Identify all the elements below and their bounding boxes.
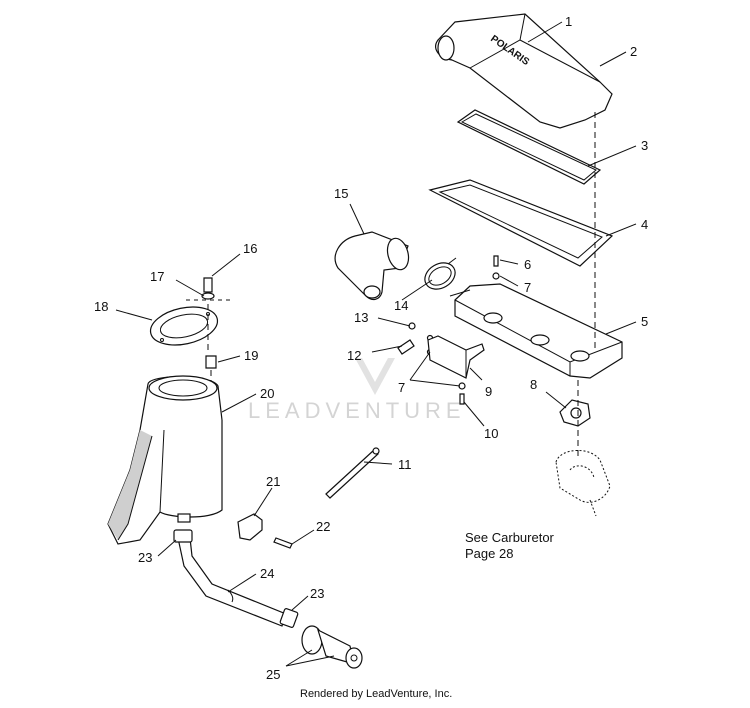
label-2: 2 [630, 44, 637, 59]
watermark-text: LEADVENTURE [248, 398, 466, 423]
label-16: 16 [243, 241, 257, 256]
part-14-clamp [424, 257, 457, 290]
label-8: 8 [530, 377, 537, 392]
label-12: 12 [347, 348, 361, 363]
leader-lines [115, 21, 637, 667]
label-23-left: 23 [138, 550, 152, 565]
label-19: 19 [244, 348, 258, 363]
part-4-gasket [428, 179, 614, 267]
part-20-silencer-box [107, 375, 223, 545]
label-4: 4 [641, 217, 648, 232]
part-1-silencer-cover: POLARIS [435, 13, 613, 129]
part-22-screw [273, 537, 293, 549]
label-9: 9 [485, 384, 492, 399]
label-18: 18 [94, 299, 108, 314]
watermark: LEADVENTURE [248, 358, 466, 423]
part-9-bracket [427, 335, 485, 379]
label-10: 10 [484, 426, 498, 441]
label-3: 3 [641, 138, 648, 153]
label-11: 11 [398, 457, 412, 472]
label-24: 24 [260, 566, 274, 581]
label-1: 1 [565, 14, 572, 29]
label-14: 14 [394, 298, 408, 313]
note-line-2: Page 28 [465, 546, 513, 561]
part-3-filter [456, 109, 602, 185]
carburetor-ghost [555, 450, 611, 517]
part-5-base-plate [449, 283, 623, 379]
part-16-bolt [186, 277, 232, 352]
part-25-drain-valve [301, 625, 363, 669]
label-25: 25 [266, 667, 280, 682]
callout-labels: 1 2 3 4 5 6 7 8 9 10 7 11 12 13 14 15 16… [94, 14, 648, 682]
carburetor-note: See Carburetor Page 28 [465, 530, 555, 561]
label-7-bottom: 7 [398, 380, 405, 395]
label-17: 17 [150, 269, 164, 284]
label-20: 20 [260, 386, 274, 401]
label-23-right: 23 [310, 586, 324, 601]
part-15-intake-elbow [334, 231, 410, 301]
label-5: 5 [641, 314, 648, 329]
label-15: 15 [334, 186, 348, 201]
part-24-hose [173, 529, 299, 628]
label-13: 13 [354, 310, 368, 325]
footer-credit: Rendered by LeadVenture, Inc. [300, 688, 452, 700]
part-18-flange-ring [149, 306, 219, 346]
part-8-flange-gasket [559, 399, 591, 427]
label-22: 22 [316, 519, 330, 534]
part-11-strap [325, 447, 380, 499]
label-6: 6 [524, 257, 531, 272]
label-21: 21 [266, 474, 280, 489]
label-7-top: 7 [524, 280, 531, 295]
part-21-bracket [237, 513, 263, 541]
note-line-1: See Carburetor [465, 530, 555, 545]
